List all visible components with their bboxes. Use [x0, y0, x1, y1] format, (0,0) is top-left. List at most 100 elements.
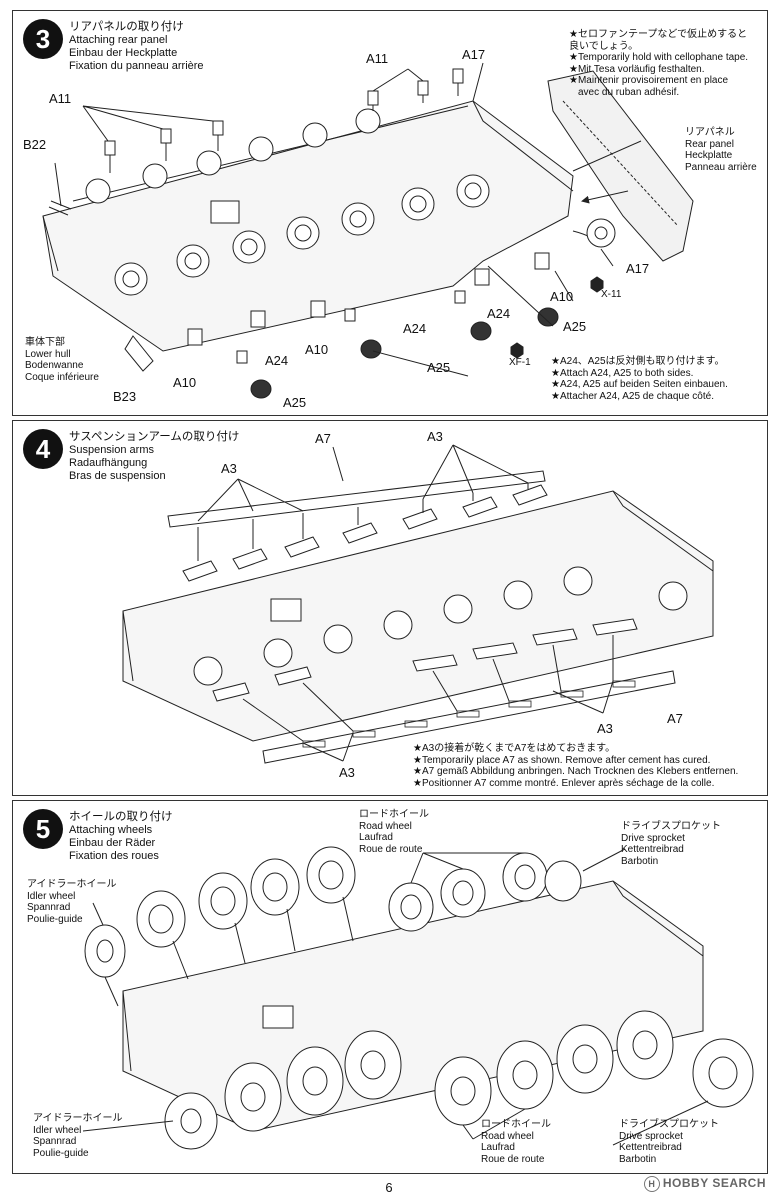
step-number-3: 3: [23, 19, 63, 59]
page-number: 6: [385, 1180, 393, 1195]
step-5-title-en: Attaching wheels: [69, 824, 153, 836]
callout-line: アイドラーホイール: [27, 879, 117, 890]
label-a25-3: A25: [563, 319, 587, 334]
note-line: ★Temporarily hold with cellophane tape.: [569, 52, 749, 63]
label-a25-1: A25: [283, 395, 307, 410]
drive-sprocket-top-callout: ドライブスプロケット Drive sprocket Kettentreibrad…: [621, 821, 721, 867]
step-3-title-fr: Fixation du panneau arrière: [69, 60, 204, 72]
label-a11-left: A11: [49, 91, 72, 106]
step-4-panel: 4 サスペンションアームの取り付け Suspension arms Radauf…: [12, 420, 768, 796]
note-line: ★Maintenir provisoirement en place: [569, 75, 729, 86]
callout-line: Idler wheel: [27, 890, 76, 902]
label-a24-1: A24: [265, 353, 289, 368]
label-a3-bottom: A3: [339, 765, 355, 780]
callout-line: Rear panel: [685, 138, 734, 150]
note-line: ★A24、A25は反対側も取り付けます。: [551, 356, 725, 367]
callout-line: ロードホイール: [481, 1119, 551, 1130]
label-a25-2: A25: [427, 360, 451, 375]
road-wheel-top-callout: ロードホイール Road wheel Laufrad Roue de route: [359, 809, 429, 855]
callout-line: ロードホイール: [359, 809, 429, 820]
label-a3-right: A3: [597, 721, 613, 736]
callout-line: Drive sprocket: [619, 1130, 683, 1142]
callout-line: Laufrad: [481, 1142, 515, 1153]
label-xf1: XF-1: [509, 357, 531, 368]
callout-line: Barbotin: [621, 855, 659, 867]
label-a24-3: A24: [487, 306, 511, 321]
note-line: avec du ruban adhésif.: [578, 86, 680, 98]
label-a10-2: A10: [305, 342, 329, 357]
callout-line: Heckplatte: [685, 150, 733, 161]
lower-hull-callout: 車体下部 Lower hull Bodenwanne Coque inférie…: [25, 337, 99, 383]
step-number-5: 5: [23, 809, 63, 849]
step-number-4: 4: [23, 429, 63, 469]
step-3-title-en: Attaching rear panel: [69, 34, 168, 46]
note-line: ★Mit Tesa vorläufig festhalten.: [569, 63, 705, 75]
watermark-text: HOBBY SEARCH: [662, 1176, 766, 1190]
callout-line: リアパネル: [685, 127, 735, 138]
label-a7-top: A7: [315, 431, 331, 446]
callout-line: Poulie-guide: [27, 913, 83, 925]
idler-wheel-bottom-callout: アイドラーホイール Idler wheel Spannrad Poulie-gu…: [33, 1113, 123, 1159]
label-b22: B22: [23, 137, 47, 152]
step-4-title-en: Suspension arms: [69, 444, 154, 456]
callout-line: 車体下部: [25, 337, 65, 348]
callout-line: ドライブスプロケット: [619, 1119, 719, 1130]
step-5-illustration: [82, 846, 754, 1150]
note-line: ★Attach A24, A25 to both sides.: [551, 367, 694, 379]
step-3-bottom-note: ★A24、A25は反対側も取り付けます。 ★Attach A24, A25 to…: [551, 356, 728, 402]
step-3-illustration: [42, 62, 694, 399]
note-line: ★セロファンテープなどで仮止めすると: [569, 29, 748, 40]
callout-line: Roue de route: [481, 1153, 545, 1165]
note-line: 良いでしょう。: [569, 40, 639, 52]
callout-line: ドライブスプロケット: [621, 821, 721, 832]
step-5-title-de: Einbau der Räder: [69, 837, 156, 849]
note-line: ★A3の接着が乾くまでA7をはめておきます。: [413, 743, 616, 754]
callout-line: Spannrad: [27, 902, 71, 913]
label-a7-bottom: A7: [667, 711, 683, 726]
step-3-title-de: Einbau der Heckplatte: [69, 47, 178, 59]
callout-line: Spannrad: [33, 1136, 77, 1147]
step-4-titles: サスペンションアームの取り付け Suspension arms Radaufhä…: [69, 431, 239, 483]
step-4-title-jp: サスペンションアームの取り付け: [69, 431, 240, 443]
road-wheel-bottom-callout: ロードホイール Road wheel Laufrad Roue de route: [481, 1119, 551, 1165]
callout-line: アイドラーホイール: [33, 1113, 123, 1124]
label-a24-2: A24: [403, 321, 427, 336]
label-a10-1: A10: [173, 375, 197, 390]
note-line: ★Positionner A7 comme montré. Enlever ap…: [413, 777, 715, 789]
watermark-logo-icon: H: [643, 1176, 660, 1192]
step-3-titles: リアパネルの取り付け Attaching rear panel Einbau d…: [69, 21, 204, 73]
note-line: ★Attacher A24, A25 de chaque côté.: [551, 390, 714, 402]
step-4-title-de: Radaufhängung: [69, 457, 148, 469]
callout-line: Road wheel: [481, 1130, 534, 1142]
step-5-titles: ホイールの取り付け Attaching wheels Einbau der Rä…: [69, 811, 173, 863]
callout-line: Kettentreibrad: [621, 844, 684, 855]
label-a3-left: A3: [221, 461, 237, 476]
callout-line: Road wheel: [359, 820, 412, 832]
label-a17-right: A17: [626, 261, 650, 276]
step-4-title-fr: Bras de suspension: [69, 470, 166, 482]
callout-line: Barbotin: [619, 1153, 657, 1165]
callout-line: Coque inférieure: [25, 371, 99, 383]
step-5-panel: 5 ホイールの取り付け Attaching wheels Einbau der …: [12, 800, 768, 1174]
note-line: ★Temporarily place A7 as shown. Remove a…: [413, 754, 711, 766]
callout-line: Laufrad: [359, 832, 393, 843]
drive-sprocket-bottom-callout: ドライブスプロケット Drive sprocket Kettentreibrad…: [619, 1119, 719, 1165]
label-a17-top: A17: [462, 47, 486, 62]
note-line: ★A24, A25 auf beiden Seiten einbauen.: [551, 379, 728, 390]
label-b23: B23: [113, 389, 137, 404]
step-4-note: ★A3の接着が乾くまでA7をはめておきます。 ★Temporarily plac…: [413, 743, 738, 789]
callout-line: Kettentreibrad: [619, 1142, 682, 1153]
step-4-illustration: [122, 444, 714, 764]
label-a3-top: A3: [427, 429, 443, 444]
rear-panel-callout: リアパネル Rear panel Heckplatte Panneau arri…: [685, 127, 757, 173]
idler-wheel-top-callout: アイドラーホイール Idler wheel Spannrad Poulie-gu…: [27, 879, 117, 925]
step-3-title-jp: リアパネルの取り付け: [69, 21, 184, 33]
callout-line: Panneau arrière: [685, 161, 757, 173]
label-a11-top: A11: [366, 51, 389, 66]
callout-line: Lower hull: [25, 348, 71, 360]
note-line: ★A7 gemäß Abbildung anbringen. Nach Troc…: [413, 766, 739, 777]
label-a10-3: A10: [550, 289, 574, 304]
step-3-top-note: ★セロファンテープなどで仮止めすると 良いでしょう。 ★Temporarily …: [569, 29, 748, 98]
callout-line: Idler wheel: [33, 1124, 82, 1136]
